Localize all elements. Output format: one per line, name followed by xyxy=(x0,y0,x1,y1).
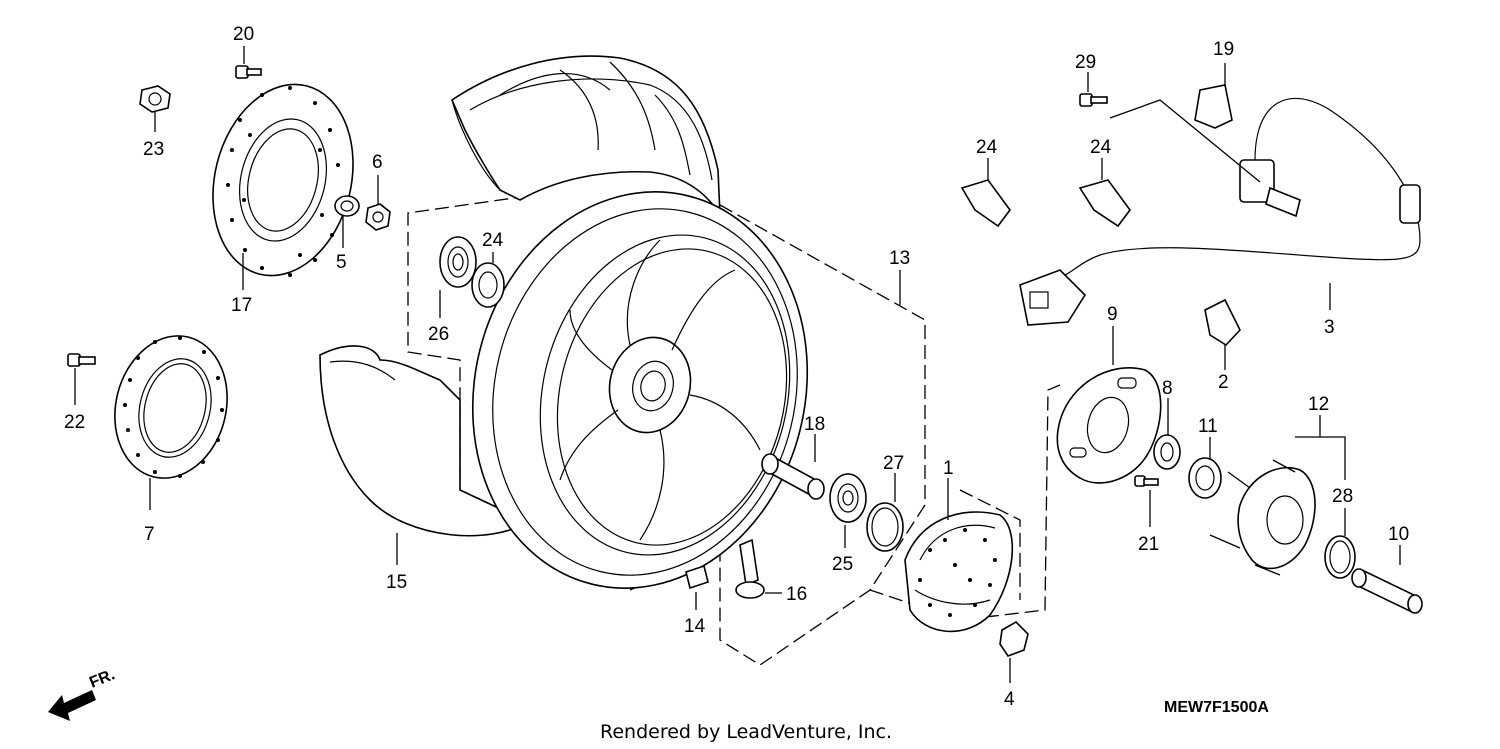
final-driven-flange-part-12 xyxy=(1209,459,1316,576)
callout-6: 6 xyxy=(372,152,383,173)
callout-21: 21 xyxy=(1138,534,1159,555)
wheel-damper-part-1 xyxy=(904,511,1014,633)
callout-23: 23 xyxy=(143,139,164,160)
drawing-code: MEW7F1500A xyxy=(1164,699,1269,716)
balance-weight-part-14 xyxy=(685,564,709,590)
bolt-part-22 xyxy=(67,353,96,367)
clamp-part-2 xyxy=(1204,298,1241,347)
rim-band-part-15 xyxy=(319,345,530,537)
callout-22: 22 xyxy=(64,412,85,433)
callout-7: 7 xyxy=(144,524,155,545)
callout-2: 2 xyxy=(1218,372,1229,393)
callout-19: 19 xyxy=(1213,39,1234,60)
callout-1: 1 xyxy=(943,458,954,479)
callout-labels: 20 23 6 5 17 22 7 24 26 15 13 18 27 25 1… xyxy=(64,24,1409,710)
bolt-part-21 xyxy=(1134,475,1159,487)
callout-8: 8 xyxy=(1162,378,1173,399)
callout-10: 10 xyxy=(1388,524,1409,545)
nut-part-6 xyxy=(365,203,391,231)
callout-20: 20 xyxy=(233,24,254,45)
callout-25: 24 xyxy=(482,230,504,251)
callout-15: 15 xyxy=(386,572,407,593)
callout-27: 26 xyxy=(428,324,449,345)
callout-18: 18 xyxy=(804,414,825,435)
callout-29: 28 xyxy=(1332,486,1353,507)
wheel-rim-part-13 xyxy=(471,191,809,589)
callout-16: 16 xyxy=(786,584,807,605)
bolt-part-30 xyxy=(1079,93,1108,107)
o-ring-part-28 xyxy=(866,502,904,552)
tire-upper-section xyxy=(451,55,721,216)
callout-12: 12 xyxy=(1308,394,1329,415)
callout-26: 25 xyxy=(832,554,853,575)
spacer-part-18 xyxy=(761,453,825,500)
callout-24-left: 24 xyxy=(976,137,998,158)
pulser-ring-part-7 xyxy=(114,335,228,479)
collar-part-5 xyxy=(334,195,360,217)
bearing-part-27 xyxy=(439,236,477,288)
callout-24-right: 24 xyxy=(1090,137,1112,158)
o-ring-part-29 xyxy=(1324,535,1356,579)
nut-part-23 xyxy=(139,85,171,113)
front-direction-arrow-icon xyxy=(48,690,96,721)
clamp-part-19 xyxy=(1194,84,1233,129)
callout-13: 13 xyxy=(889,248,910,269)
callout-3: 3 xyxy=(1324,317,1335,338)
valve-part-16 xyxy=(735,538,765,599)
clip-part-4 xyxy=(999,621,1029,657)
callout-4: 4 xyxy=(1004,689,1015,710)
callout-17: 17 xyxy=(231,295,252,316)
callout-9: 9 xyxy=(1107,304,1118,325)
clamp-part-24-left xyxy=(960,179,1011,228)
callout-5: 5 xyxy=(336,252,347,273)
callout-11: 11 xyxy=(1198,416,1218,437)
callout-14: 14 xyxy=(684,616,706,637)
bolt-part-20 xyxy=(235,65,262,79)
sprocket-flange-part-9 xyxy=(1056,367,1162,484)
callout-30: 29 xyxy=(1075,52,1096,73)
bearing-part-26 xyxy=(829,473,867,523)
dust-seal-part-25 xyxy=(471,262,505,308)
collar-part-8 xyxy=(1153,434,1181,470)
footer-credit: Rendered by LeadVenture, Inc. xyxy=(600,721,892,743)
callout-28: 27 xyxy=(883,453,904,474)
bearing-part-11 xyxy=(1188,457,1222,499)
distance-collar-part-10 xyxy=(1351,568,1423,614)
clamp-part-24-right xyxy=(1078,179,1131,228)
front-marker-label: FR. xyxy=(87,666,117,691)
speed-sensor-part-3 xyxy=(1019,97,1421,326)
